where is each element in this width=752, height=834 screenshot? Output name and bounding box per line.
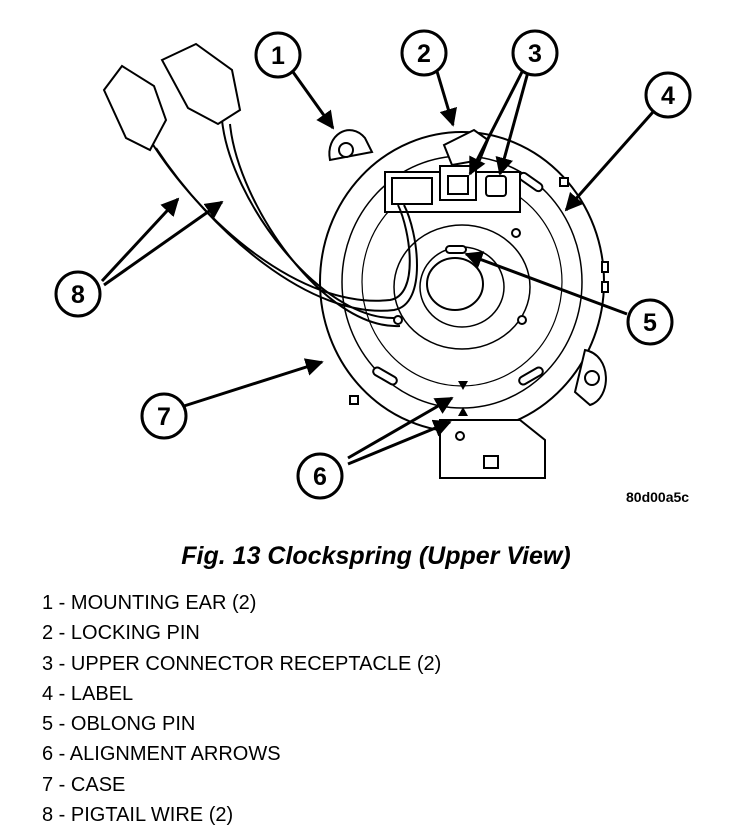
- legend: 1 - MOUNTING EAR (2) 2 - LOCKING PIN 3 -…: [42, 588, 441, 830]
- callout-3: 3: [511, 29, 559, 77]
- legend-item: 8 - PIGTAIL WIRE (2): [42, 804, 234, 827]
- svg-text:1: 1: [271, 42, 285, 70]
- callout-5: 5: [626, 298, 674, 346]
- callout-1: 1: [254, 31, 302, 79]
- legend-item: 4 - LABEL: [42, 682, 134, 705]
- svg-text:2: 2: [417, 40, 431, 68]
- callouts: 1 2 3 4 5 6 7 8: [54, 29, 692, 500]
- upper-connector-receptacle: [485, 175, 507, 197]
- svg-text:5: 5: [643, 309, 657, 337]
- svg-text:4: 4: [661, 82, 675, 110]
- callout-6: 6: [296, 452, 344, 500]
- legend-item: 5 - OBLONG PIN: [42, 713, 196, 736]
- pigtail-connector-small: [102, 64, 168, 152]
- pigtail-connector-large: [160, 42, 242, 126]
- callout-7: 7: [140, 392, 188, 440]
- clockspring-case: [319, 128, 609, 479]
- svg-text:8: 8: [71, 281, 85, 309]
- legend-item: 7 - CASE: [42, 773, 126, 796]
- clockspring-diagram: 1 2 3 4 5 6 7 8: [54, 29, 692, 500]
- lower-connector-tab: [439, 419, 546, 479]
- legend-item: 3 - UPPER CONNECTOR RECEPTACLE (2): [42, 652, 442, 675]
- callout-8: 8: [54, 270, 102, 318]
- svg-text:3: 3: [528, 40, 542, 68]
- callout-2: 2: [400, 29, 448, 77]
- legend-item: 1 - MOUNTING EAR (2): [42, 592, 257, 614]
- figure-caption: Fig. 13 Clockspring (Upper View): [181, 542, 571, 570]
- svg-text:6: 6: [313, 463, 327, 491]
- legend-item: 6 - ALIGNMENT ARROWS: [42, 743, 281, 766]
- pigtail-connectors: [102, 42, 242, 152]
- callout-4: 4: [644, 71, 692, 119]
- callout-leaders: [100, 67, 655, 466]
- oblong-pin: [445, 245, 467, 254]
- alignment-arrows: [458, 381, 468, 416]
- figure-code: 80d00a5c: [626, 489, 690, 505]
- upper-connector-receptacle: [447, 175, 469, 195]
- legend-item: 2 - LOCKING PIN: [42, 622, 200, 645]
- svg-text:7: 7: [157, 403, 171, 431]
